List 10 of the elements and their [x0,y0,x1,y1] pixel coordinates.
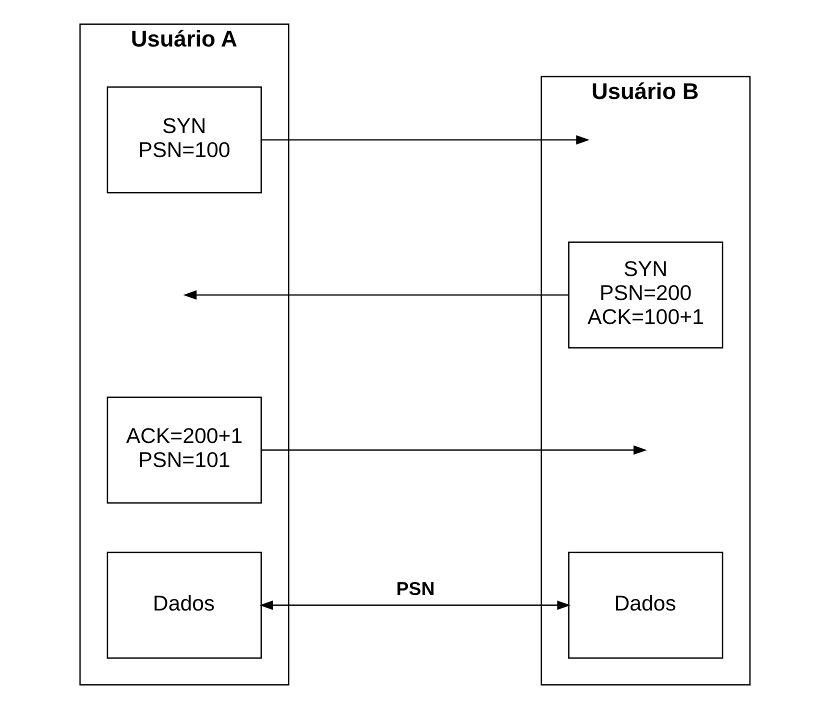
node-box: SYN PSN=100 [106,86,262,194]
arrow [183,290,568,300]
node-box: SYN PSN=200 ACK=100+1 [568,242,724,348]
node-box: Dados [568,552,724,659]
edge-label: PSN [396,578,435,599]
arrow [261,445,647,455]
arrow [260,600,571,610]
arrow [261,135,590,145]
node-box: ACK=200+1 PSN=101 [106,396,262,504]
node-box: Dados [106,552,262,659]
